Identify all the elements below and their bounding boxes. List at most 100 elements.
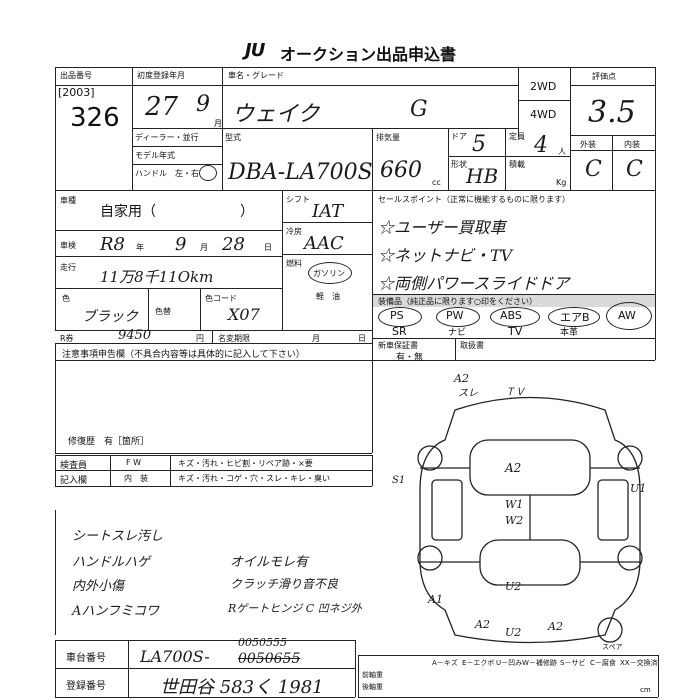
recycle-value: 9450 [118, 328, 152, 343]
model-label: 型式 [225, 133, 241, 142]
mileage-value: 11万8千11Okm [100, 268, 214, 286]
equip-abs: ABS [500, 309, 522, 322]
diagram-w2: W2 [505, 514, 524, 527]
shift-value: IAT [312, 201, 344, 222]
car-name-value: ウェイク [232, 102, 320, 127]
diagram-a2-top: A2 [454, 372, 469, 385]
score-value: 3.5 [588, 95, 636, 130]
entry-label: 記入欄 [60, 476, 88, 486]
chassis-label: 車台番号 [66, 653, 106, 664]
legend-e: E－エクボ [462, 659, 495, 667]
notes-label: 注意事項申告欄（不具合内容等は具体的に記入して下さい） [62, 350, 305, 360]
displacement-value: 660 [380, 158, 422, 183]
plate-label: 登録番号 [66, 681, 106, 692]
transfer-label: 名変期限 [218, 334, 250, 343]
equip-pw-circle [436, 307, 480, 327]
model-value: DBA-LA700S [228, 160, 373, 185]
lot-number: 326 [70, 103, 120, 133]
inspection-era: R8 [100, 234, 126, 255]
equip-tv: TV [508, 325, 523, 338]
lot-label: 出品番号 [60, 71, 92, 80]
registration-year: 27 [145, 92, 179, 122]
hand-circle [199, 165, 217, 181]
equip-ps: PS [390, 309, 404, 322]
inspection-day-unit: 日 [264, 243, 272, 252]
fuel-circle [308, 262, 352, 284]
cooling-label: 冷房 [286, 227, 302, 236]
diagram-a1-bottom: A1 [428, 593, 443, 606]
load-unit: Kg [556, 178, 567, 187]
hand-label: ハンドル 左・右 [135, 169, 199, 178]
diagram-u1-right: U1 [630, 482, 647, 495]
recycle-unit: 円 [196, 334, 204, 343]
diagram-sure: スレ [458, 388, 478, 399]
legend-u: U－凹み [496, 659, 523, 667]
remark-3: 内外小傷 [72, 579, 125, 594]
warranty-label: 新車保証書 [378, 341, 418, 350]
car-grade-value: G [410, 97, 428, 122]
fuel-alt: 軽 油 [316, 292, 340, 301]
equip-airb: エアB [560, 311, 590, 324]
fuel-value: ガソリン [313, 269, 345, 278]
lot-year: [2003] [58, 86, 95, 99]
capacity-unit: 人 [558, 147, 566, 156]
car-name-label: 車名・グレード [228, 71, 284, 80]
equip-sr: SR [392, 325, 407, 338]
load-label: 積載 [509, 160, 525, 169]
remark-1: シートスレ汚し [72, 529, 164, 544]
color-code-value: X07 [228, 305, 260, 324]
color-code-label: 色コード [205, 294, 237, 303]
inspection-label: 車検 [60, 241, 76, 250]
vehicle-type-value: 自家用（ ） [100, 204, 254, 220]
mileage-label: 走行 [60, 263, 76, 272]
chassis-value: LA700S- [140, 647, 210, 666]
equip-leather: 本革 [560, 328, 579, 338]
legend-c: C－腐食 [590, 659, 616, 667]
remark-4: Aハンフミコワ [72, 604, 159, 619]
inspection-day: 28 [222, 234, 245, 255]
score-ext-value: C [585, 157, 602, 182]
remark-right-2: クラッチ滑り音不良 [230, 577, 339, 591]
remark-2: ハンドルハゲ [72, 555, 151, 570]
equip-abs-circle [490, 307, 540, 327]
diagram-u2: U2 [505, 580, 522, 593]
inspector-naisou: 内 装 [124, 474, 148, 483]
color-label: 色 [62, 294, 70, 303]
remark-right-3: Rゲートヒンジ C 凹ネジ外 [228, 602, 362, 615]
footer-unit: cm [640, 686, 651, 694]
equip-navi: ナビ [448, 328, 467, 338]
inspector-label: 検査員 [60, 461, 88, 471]
footer-label2: 後軸重 [362, 683, 383, 691]
sales-point-3: ☆両側パワースライドドア [378, 274, 570, 293]
registration-month-unit: 月 [214, 119, 222, 128]
score-label: 評価点 [592, 72, 616, 81]
diagram-a2-br: A2 [548, 620, 563, 633]
transfer-month: 月 [312, 334, 320, 343]
capacity-value: 4 [534, 133, 548, 158]
dealer-label: ディーラー・並行 [135, 133, 199, 142]
equip-ps-circle [378, 307, 422, 327]
chassis-corrected: 0050555 [238, 636, 287, 649]
repair-label: 修復歴 有［箇所］ [68, 437, 150, 447]
model-year-label: モデル年式 [135, 151, 175, 160]
shift-label: シフト [286, 195, 310, 204]
displacement-unit: cc [432, 178, 441, 187]
diagram-a2-mid: A2 [505, 461, 522, 475]
diagram-u2-bottom: U2 [505, 626, 522, 639]
inspector-fw: F W [126, 458, 142, 467]
color-value: ブラック [82, 309, 138, 325]
chassis-strike: 0050655 [238, 651, 301, 667]
legend-w: W－補修跡 [522, 659, 557, 667]
inspection-year-unit: 年 [136, 243, 144, 252]
displacement-label: 排気量 [376, 133, 400, 142]
score-int-value: C [626, 157, 643, 182]
transfer-day: 日 [358, 334, 366, 343]
drive-4wd: 4WD [530, 108, 557, 121]
doors-value: 5 [472, 132, 486, 157]
equip-aw: AW [618, 309, 636, 322]
inspector-row2: キズ・汚れ・コゲ・穴・スレ・キレ・臭い [178, 474, 330, 483]
registration-month: 9 [196, 92, 210, 117]
header-logo: JU [245, 40, 265, 61]
shape-label: 形状 [451, 160, 467, 169]
inspection-month: 9 [175, 234, 187, 255]
